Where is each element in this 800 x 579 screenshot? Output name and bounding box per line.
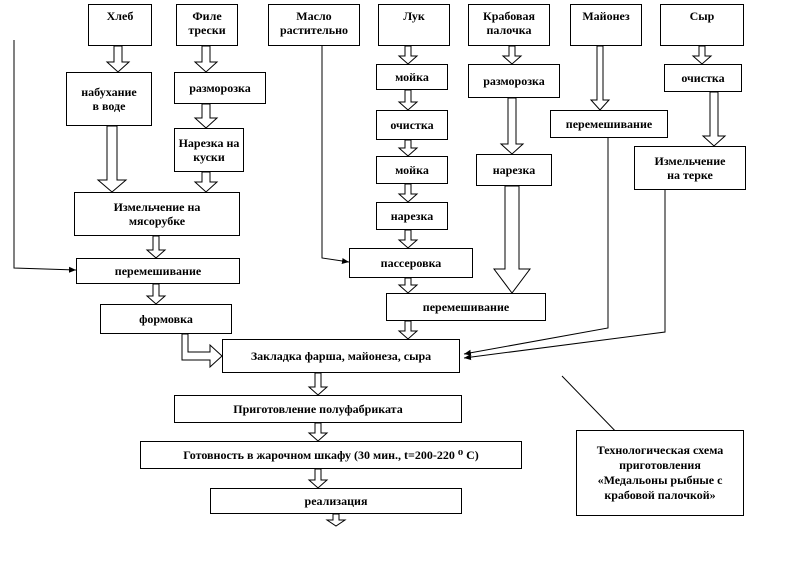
arrow-cod-to-thaw — [193, 45, 219, 73]
step-thaw-crab: разморозка — [468, 64, 560, 98]
arrow-mixing-to-assembly — [397, 320, 419, 340]
caption-box: Технологическая схема приготовления «Мед… — [576, 430, 744, 516]
arrow-forming-to-assembly — [181, 333, 223, 369]
step-semi-product: Приготовление полуфабриката — [174, 395, 462, 423]
ingredient-onion: Лук — [378, 4, 450, 46]
step-grind-mincer: Измельчение на мясорубке — [74, 192, 240, 236]
step-soaking: набухание в воде — [66, 72, 152, 126]
step-oven: Готовность в жарочном шкафу (30 мин., t=… — [140, 441, 522, 469]
step-wash-1: мойка — [376, 64, 448, 90]
arrow-saute-to-mixing — [397, 277, 419, 294]
arrow-wash-to-peel — [397, 89, 419, 111]
step-wash-2: мойка — [376, 156, 448, 184]
step-peel-onion: очистка — [376, 110, 448, 140]
arrow-thaw-to-slice-crab — [499, 97, 525, 155]
arrow-oven-to-sale — [307, 468, 329, 489]
arrow-clean-to-grate — [701, 91, 727, 147]
callout-pointer — [561, 375, 642, 439]
arrow-crab-to-thaw — [501, 45, 523, 65]
step-saute: пассеровка — [349, 248, 473, 278]
arrow-thaw-to-cut — [193, 103, 219, 129]
arrow-left-margin-to-mixing — [13, 40, 77, 273]
arrow-onion-to-wash — [397, 45, 419, 65]
step-mixing-1: перемешивание — [76, 258, 240, 284]
step-clean-cheese: очистка — [664, 64, 742, 92]
ingredient-cheese: Сыр — [660, 4, 744, 46]
arrow-mayo-to-assembly — [463, 138, 609, 356]
arrow-cheese-to-assembly — [463, 190, 666, 361]
ingredient-crab: Крабовая палочка — [468, 4, 550, 46]
step-grate-cheese: Измельчение на терке — [634, 146, 746, 190]
step-sale: реализация — [210, 488, 462, 514]
ingredient-cod: Филе трески — [176, 4, 238, 46]
arrow-assembly-to-semi — [307, 372, 329, 396]
ingredient-mayo: Майонез — [570, 4, 642, 46]
arrow-peel-to-wash — [397, 139, 419, 157]
step-slice-crab: нарезка — [476, 154, 552, 186]
arrow-semi-to-oven — [307, 422, 329, 442]
arrow-slice-to-saute — [397, 229, 419, 249]
arrow-mixing-to-forming — [145, 283, 167, 305]
arrow-bread-to-soaking — [105, 45, 131, 73]
arrow-crab-to-mixing — [493, 185, 531, 294]
ingredient-oil: Масло растительно — [268, 4, 360, 46]
step-slice-onion: нарезка — [376, 202, 448, 230]
ingredient-bread: Хлеб — [88, 4, 152, 46]
arrow-wash-to-slice — [397, 183, 419, 203]
step-forming: формовка — [100, 304, 232, 334]
step-mixing-2: перемешивание — [386, 293, 546, 321]
arrow-mayo-to-mixing — [589, 45, 611, 111]
arrow-soaking-to-mincer — [96, 125, 128, 193]
step-mixing-mayo: перемешивание — [550, 110, 668, 138]
arrow-sale-out — [325, 513, 347, 527]
arrow-mincer-to-mixing — [145, 235, 167, 259]
arrow-cheese-to-clean — [691, 45, 713, 65]
step-thaw-cod: разморозка — [174, 72, 266, 104]
step-assembly: Закладка фарша, майонеза, сыра — [222, 339, 460, 373]
step-cut-pieces: Нарезка на куски — [174, 128, 244, 172]
arrow-oil-to-saute — [321, 38, 350, 264]
arrow-cut-to-mincer — [193, 171, 219, 193]
